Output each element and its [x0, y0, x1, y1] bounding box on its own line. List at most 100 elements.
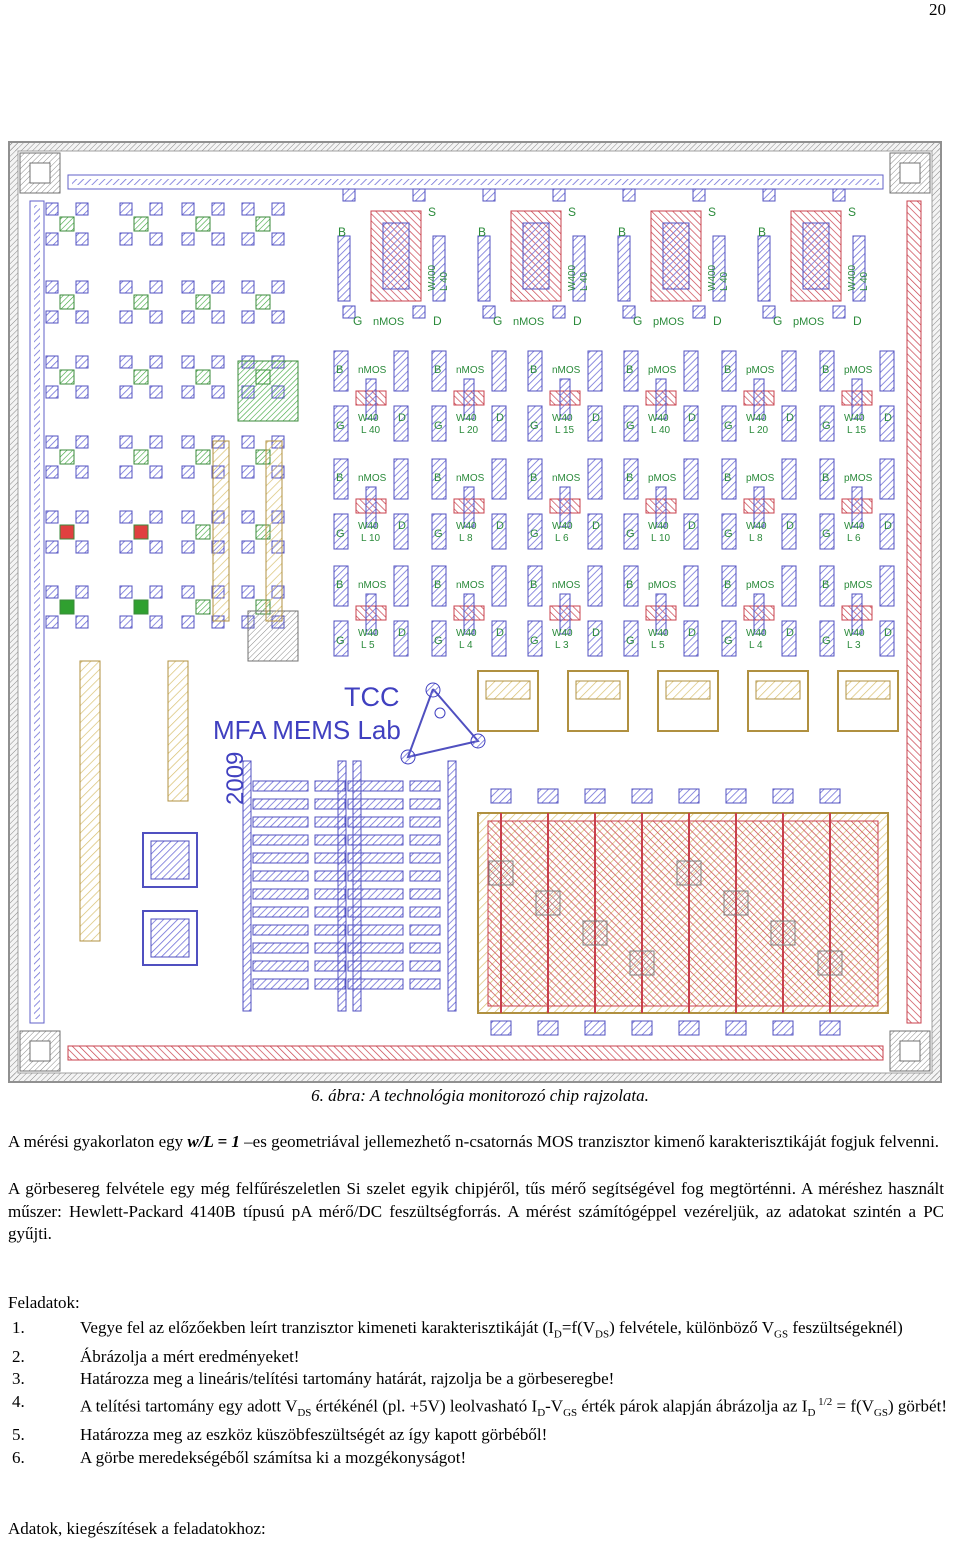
layout-label: W40 [358, 628, 379, 639]
array-pad [490, 788, 512, 804]
layout-label: W400 [707, 264, 718, 291]
square-ring [142, 910, 198, 966]
layout-label: nMOS [373, 316, 404, 328]
layout-label: B [530, 472, 537, 484]
contact-pad [45, 280, 59, 294]
layout-label: nMOS [456, 365, 485, 376]
channel [753, 378, 765, 420]
small-cell-inner [485, 680, 531, 700]
contact-pad [75, 465, 89, 479]
layout-label: G [773, 314, 782, 328]
layout-label: G [336, 635, 345, 647]
layout-label: nMOS [552, 580, 581, 591]
contact-pad [241, 435, 255, 449]
metal-rail [527, 565, 543, 607]
layout-label: L 40 [719, 271, 730, 291]
test-element [195, 449, 211, 465]
layout-label: W400 [427, 264, 438, 291]
layout-label: D [688, 627, 696, 639]
contact-pad [762, 188, 776, 202]
chain-link [347, 798, 404, 810]
contact-pad [482, 305, 496, 319]
chain-link [347, 816, 404, 828]
metal-rail [527, 620, 543, 657]
layout-label: nMOS [513, 316, 544, 328]
contact-pad [119, 510, 133, 524]
metal-rail [587, 620, 603, 657]
layout-label: pMOS [746, 365, 775, 376]
chain-link [347, 834, 404, 846]
test-structure [119, 435, 163, 479]
channel [753, 486, 765, 528]
layout-label: B [758, 225, 766, 239]
channel [559, 593, 571, 635]
layout-label: D [433, 314, 442, 328]
layout-label: B [434, 579, 441, 591]
contact-pad [119, 540, 133, 554]
contact-pad [181, 585, 195, 599]
metal-rail [879, 405, 895, 442]
layout-label: L 15 [555, 425, 575, 436]
chain-rail [352, 760, 362, 1012]
contact-pad [119, 465, 133, 479]
layout-label: B [724, 364, 731, 376]
metal-rail [491, 513, 507, 550]
test-structure [45, 355, 89, 399]
contact-pad [75, 510, 89, 524]
test-structure [119, 585, 163, 629]
layout-label: B [336, 472, 343, 484]
contact-pad [211, 355, 225, 369]
contact-pad [45, 232, 59, 246]
layout-label: G [434, 528, 443, 540]
metal-rail [393, 350, 409, 392]
small-cell [747, 670, 809, 732]
chain-link [252, 888, 309, 900]
contact-pad [211, 310, 225, 324]
layout-label: L 10 [651, 533, 671, 544]
chain-link [347, 960, 404, 972]
left-bottom-structures [79, 360, 299, 966]
contact-pad [45, 202, 59, 216]
layout-label: G [530, 635, 539, 647]
via-chain-structures [242, 760, 457, 1012]
layout-label: L 20 [459, 425, 479, 436]
contact-pad [149, 355, 163, 369]
layout-label: B [724, 472, 731, 484]
metal-rail [333, 405, 349, 442]
layout-label: W40 [552, 521, 573, 532]
figure-caption: 6. ábra: A technológia monitorozó chip r… [311, 1086, 649, 1105]
test-structure [45, 202, 89, 246]
metal-rail [587, 458, 603, 500]
metal-rail [683, 565, 699, 607]
layout-label: L 15 [847, 425, 867, 436]
metal-strip [712, 235, 726, 302]
test-element [59, 599, 75, 615]
metal-rail [781, 513, 797, 550]
channel [559, 486, 571, 528]
layout-label: G [724, 420, 733, 432]
metal-rail [491, 405, 507, 442]
contact-pad [149, 435, 163, 449]
layout-label: L 40 [859, 271, 870, 291]
contact-pad [211, 385, 225, 399]
channel [851, 378, 863, 420]
metal-rail [683, 513, 699, 550]
tcc-logo: TCC MFA MEMS Lab 2009 [213, 682, 486, 805]
chain-link [252, 798, 309, 810]
contact-pad [181, 465, 195, 479]
contact-pad [211, 232, 225, 246]
metal-rail [587, 350, 603, 392]
layout-label: B [618, 225, 626, 239]
layout-label: B [434, 364, 441, 376]
chain-link [252, 978, 309, 990]
contact-pad [149, 585, 163, 599]
test-element [195, 524, 211, 540]
layout-label: B [434, 472, 441, 484]
contact-pad [271, 232, 285, 246]
contact-pad [181, 310, 195, 324]
